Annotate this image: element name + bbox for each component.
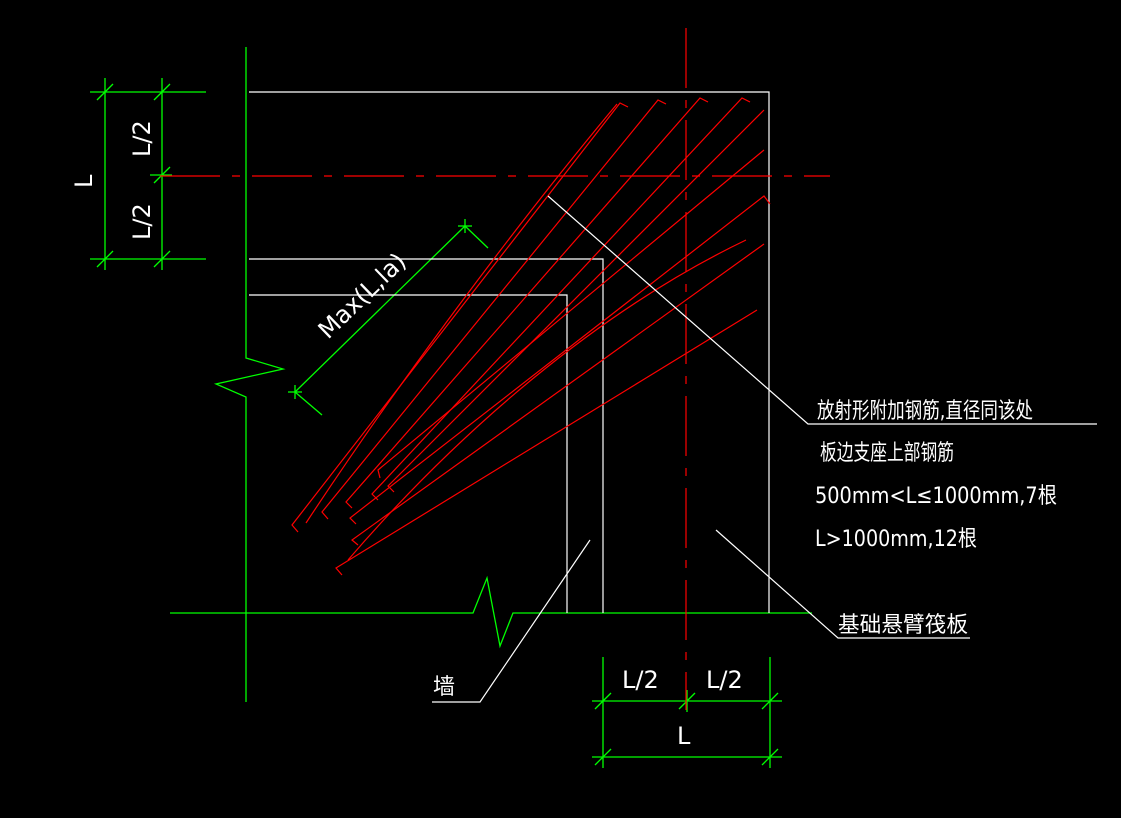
rebar-10 bbox=[305, 103, 618, 524]
dim-bottom-left-half: L/2 bbox=[622, 666, 659, 694]
rebar-4 bbox=[371, 97, 751, 501]
centerlines bbox=[160, 28, 830, 710]
rebar-7 bbox=[349, 195, 771, 525]
rebar-2 bbox=[321, 99, 667, 520]
rebar-note-line4: L>1000mm,12根 bbox=[815, 527, 977, 552]
dim-bottom-right-half: L/2 bbox=[706, 666, 743, 694]
raft-label-leader bbox=[715, 529, 970, 639]
rebar-6 bbox=[377, 149, 765, 479]
dimension-lines bbox=[90, 47, 812, 768]
dim-left-total: L bbox=[70, 174, 98, 188]
raft-outline bbox=[249, 91, 770, 613]
rebar-note-leader bbox=[547, 195, 1097, 425]
raft-bottom-edge bbox=[170, 575, 812, 649]
dim-left-lower-half: L/2 bbox=[128, 203, 156, 240]
wall-label: 墙 bbox=[433, 675, 455, 700]
raft-label: 基础悬臂筏板 bbox=[838, 613, 968, 638]
rebar-9 bbox=[335, 309, 758, 576]
rebar-5 bbox=[387, 109, 765, 493]
rebar-note-line1: 放射形附加钢筋,直径同该处 bbox=[817, 399, 1033, 424]
rebar-note-line3: 500mm<L≤1000mm,7根 bbox=[815, 484, 1057, 509]
rebar-11 bbox=[347, 239, 747, 561]
rebar-note-line2: 板边支座上部钢筋 bbox=[820, 441, 954, 466]
wall-label-leader bbox=[432, 539, 591, 703]
rebar-3 bbox=[345, 97, 709, 509]
wall-edge-line bbox=[213, 47, 286, 702]
dim-left-upper-half: L/2 bbox=[128, 120, 156, 157]
dim-bottom-total: L bbox=[677, 722, 691, 750]
dim-anchor-length: Max(L,la) bbox=[313, 247, 412, 344]
rebar-1 bbox=[291, 102, 629, 533]
leader-lines bbox=[432, 195, 1097, 703]
radial-rebars bbox=[291, 97, 771, 576]
rebar-8 bbox=[351, 243, 765, 546]
